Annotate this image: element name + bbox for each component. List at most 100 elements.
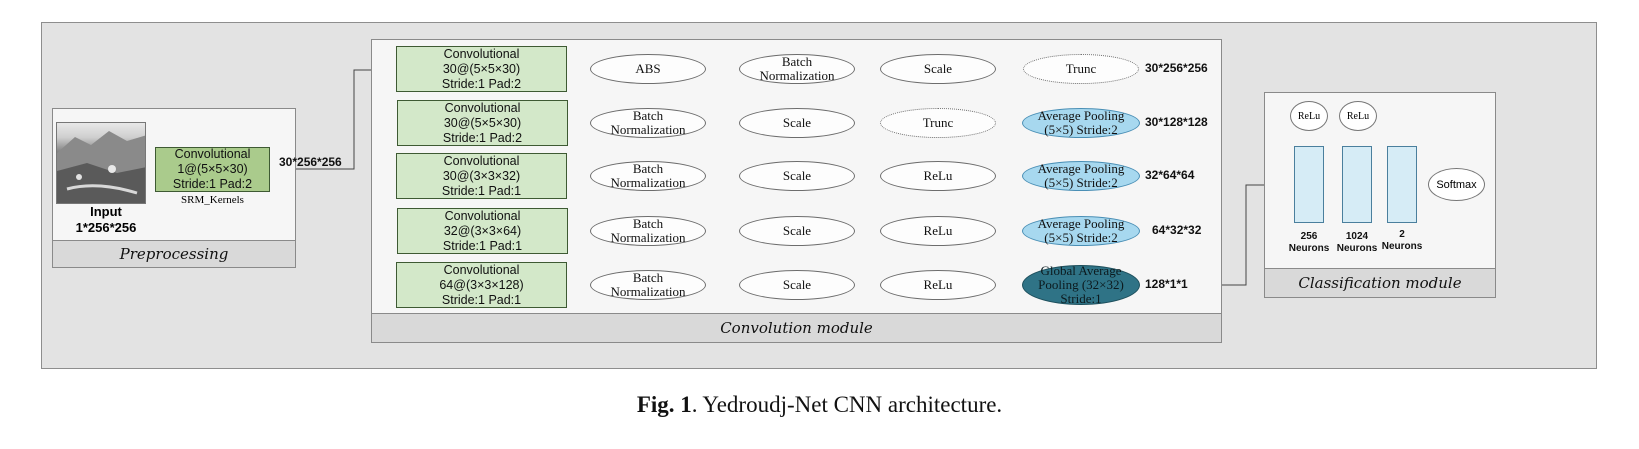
- input-image-landscape: [57, 131, 145, 203]
- conv-block-2-line-1: Convolutional: [444, 100, 521, 115]
- preprocessing-output-dim: 30*256*256: [279, 155, 342, 169]
- row-1-op-4-line-1: Trunc: [1065, 61, 1097, 76]
- row-3-op-1-line-1: Batch: [632, 161, 664, 176]
- conv-block-5-line-3: Stride:1 Pad:1: [441, 292, 522, 307]
- row-1-op-4: Trunc: [1023, 54, 1139, 84]
- row-1-output-dim: 30*256*256: [1145, 61, 1208, 75]
- row-3-op-2-line-1: Scale: [782, 168, 812, 183]
- conv-block-3-line-2: 30@(3×3×32): [442, 168, 521, 183]
- fc-layer-256-unit: Neurons: [1288, 243, 1330, 254]
- conv-block-5-line-2: 64@(3×3×128): [439, 277, 524, 292]
- row-4-op-2-line-1: Scale: [782, 223, 812, 238]
- row-5-op-1-line-2: Normalization: [610, 284, 686, 299]
- row-3-op-2: Scale: [739, 161, 855, 191]
- row-4-op-3-line-1: ReLu: [923, 223, 953, 238]
- figure-caption: Fig. 1. Yedroudj-Net CNN architecture.: [0, 392, 1639, 418]
- fc-layer-1024-label: 1024 Neurons: [1332, 231, 1382, 255]
- figure-caption-number: Fig. 1: [636, 392, 692, 417]
- row-5-op-2: Scale: [739, 270, 855, 300]
- row-5-op-4-line-1: Global Average: [1040, 263, 1122, 278]
- fc-layer-1024-unit: Neurons: [1336, 243, 1378, 254]
- row-2-op-2-line-1: Scale: [782, 115, 812, 130]
- row-1-op-3: Scale: [880, 54, 996, 84]
- row-2-op-1-line-2: Normalization: [610, 122, 686, 137]
- row-4-op-4-line-2: (5×5) Stride:2: [1044, 230, 1118, 245]
- row-3-op-4: Average Pooling(5×5) Stride:2: [1022, 161, 1140, 191]
- row-5-output-dim: 128*1*1: [1145, 277, 1188, 291]
- row-2-op-4-line-1: Average Pooling: [1037, 108, 1125, 123]
- fc-layer-1024-count: 1024: [1345, 231, 1369, 242]
- row-3-output-dim: 32*64*64: [1145, 168, 1195, 182]
- row-5-op-1-line-1: Batch: [632, 270, 664, 285]
- softmax-node: Softmax: [1428, 168, 1485, 201]
- row-2-op-3-line-1: Trunc: [922, 115, 954, 130]
- row-2-op-1-line-1: Batch: [632, 108, 664, 123]
- row-4-op-1-line-2: Normalization: [610, 230, 686, 245]
- row-1-op-1: ABS: [590, 54, 706, 84]
- conv-block-1-line-1: Convolutional: [443, 46, 520, 61]
- input-dims: 1*256*256: [75, 220, 137, 235]
- row-3-op-3: ReLu: [880, 161, 996, 191]
- conv-block-1-line-2: 30@(5×5×30): [442, 61, 521, 76]
- row-5-op-4-line-2: Pooling (32×32): [1038, 277, 1124, 292]
- fc-layer-2-unit: Neurons: [1381, 241, 1423, 252]
- conv-block-4-line-1: Convolutional: [444, 208, 521, 223]
- row-4-op-2: Scale: [739, 216, 855, 246]
- row-2-op-2: Scale: [739, 108, 855, 138]
- fc-layer-2: [1387, 146, 1417, 223]
- row-4-op-4: Average Pooling(5×5) Stride:2: [1022, 216, 1140, 246]
- row-3-op-4-line-2: (5×5) Stride:2: [1044, 175, 1118, 190]
- row-4-output-dim: 64*32*32: [1152, 223, 1202, 237]
- srm-conv-stride: Stride:1 Pad:2: [172, 177, 253, 191]
- relu-node-2: ReLu: [1339, 101, 1377, 131]
- srm-conv-block: Convolutional 1@(5×5×30) Stride:1 Pad:2: [155, 147, 270, 192]
- conv-block-5-line-1: Convolutional: [443, 262, 520, 277]
- classification-module-label: Classification module: [1264, 268, 1496, 298]
- input-image: [56, 122, 146, 204]
- conv-block-4-line-2: 32@(3×3×64): [443, 223, 522, 238]
- fc-layer-256-count: 256: [1300, 231, 1318, 242]
- row-2-output-dim: 30*128*128: [1145, 115, 1208, 129]
- input-label: Input: [90, 204, 122, 219]
- fc-layer-2-label: 2 Neurons: [1377, 229, 1427, 253]
- conv-block-3-line-1: Convolutional: [443, 153, 520, 168]
- convolution-module-label: Convolution module: [371, 313, 1222, 343]
- row-2-op-4: Average Pooling(5×5) Stride:2: [1022, 108, 1140, 138]
- conv-block-2-line-2: 30@(5×5×30): [443, 115, 522, 130]
- row-5-op-2-line-1: Scale: [782, 277, 812, 292]
- srm-conv-title: Convolutional: [174, 147, 251, 161]
- conv-block-2-line-3: Stride:1 Pad:2: [442, 130, 523, 145]
- fc-layer-256-label: 256 Neurons: [1284, 231, 1334, 255]
- row-2-op-4-line-2: (5×5) Stride:2: [1044, 122, 1118, 137]
- relu-node-1: ReLu: [1290, 101, 1328, 131]
- fc-layer-1024: [1342, 146, 1372, 223]
- conv-block-3-line-3: Stride:1 Pad:1: [441, 183, 522, 198]
- srm-conv-filters: 1@(5×5×30): [177, 162, 248, 176]
- row-3-op-1-line-2: Normalization: [610, 175, 686, 190]
- row-1-op-1-line-1: ABS: [635, 61, 661, 76]
- row-1-op-2-line-2: Normalization: [759, 68, 835, 83]
- row-1-op-2-line-1: Batch: [781, 54, 813, 69]
- row-3-op-4-line-1: Average Pooling: [1037, 161, 1125, 176]
- conv-block-4-line-3: Stride:1 Pad:1: [442, 238, 523, 253]
- srm-kernels-label: SRM_Kernels: [181, 194, 244, 206]
- row-4-op-4-line-1: Average Pooling: [1037, 216, 1125, 231]
- fc-layer-2-count: 2: [1399, 229, 1405, 240]
- row-4-op-1-line-1: Batch: [632, 216, 664, 231]
- row-5-op-3-line-1: ReLu: [923, 277, 953, 292]
- fc-layer-256: [1294, 146, 1324, 223]
- preprocessing-module-label: Preprocessing: [52, 240, 296, 268]
- row-5-op-4-line-3: Stride:1: [1060, 291, 1102, 306]
- conv-block-1-line-3: Stride:1 Pad:2: [441, 76, 522, 91]
- row-2-op-3: Trunc: [880, 108, 996, 138]
- row-5-op-3: ReLu: [880, 270, 996, 300]
- figure-caption-text: . Yedroudj-Net CNN architecture.: [691, 392, 1003, 417]
